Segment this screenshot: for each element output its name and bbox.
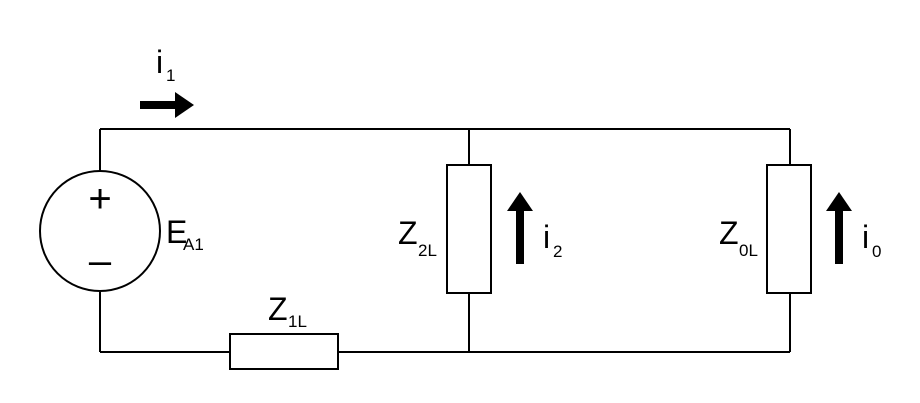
- current-i0-label-main: i: [862, 219, 869, 255]
- current-i1-label-main: i: [156, 44, 163, 80]
- current-i1-label-sub: 1: [166, 66, 175, 85]
- source-label-main: E: [166, 214, 187, 250]
- impedance-z0-label-main: Z: [719, 215, 739, 251]
- impedance-z1-label-sub: 1L: [288, 312, 307, 331]
- voltage-source-circle: [39, 170, 161, 292]
- wires: [99, 128, 791, 353]
- plus-sign: +: [88, 177, 111, 221]
- impedance-z1-label-main: Z: [268, 291, 288, 327]
- arrow-up-icon: [507, 192, 533, 264]
- arrow-right-icon: [140, 92, 194, 118]
- impedance-z0-box: [766, 164, 812, 294]
- impedance-z2-label-sub: 2L: [418, 241, 437, 260]
- source-label-sub: A1: [183, 235, 204, 254]
- current-i2: i 2: [507, 192, 562, 264]
- arrow-up-icon: [826, 192, 852, 264]
- source-label: E A1: [166, 214, 204, 254]
- impedance-z0: Z 0L: [719, 164, 812, 294]
- impedance-z0-label-sub: 0L: [739, 241, 758, 260]
- current-i2-label-main: i: [543, 219, 550, 255]
- impedance-z2-box: [446, 164, 492, 294]
- voltage-source: + –: [39, 170, 161, 292]
- impedance-z2-label-main: Z: [398, 215, 418, 251]
- minus-sign: –: [89, 239, 112, 283]
- impedance-z2: Z 2L: [398, 164, 492, 294]
- current-i1: i 1: [140, 44, 194, 118]
- current-i2-label-sub: 2: [553, 242, 562, 261]
- impedance-z1-box: [229, 333, 339, 370]
- current-i0-label-sub: 0: [872, 242, 881, 261]
- impedance-z1: Z 1L: [229, 291, 339, 370]
- current-i0: i 0: [826, 192, 881, 264]
